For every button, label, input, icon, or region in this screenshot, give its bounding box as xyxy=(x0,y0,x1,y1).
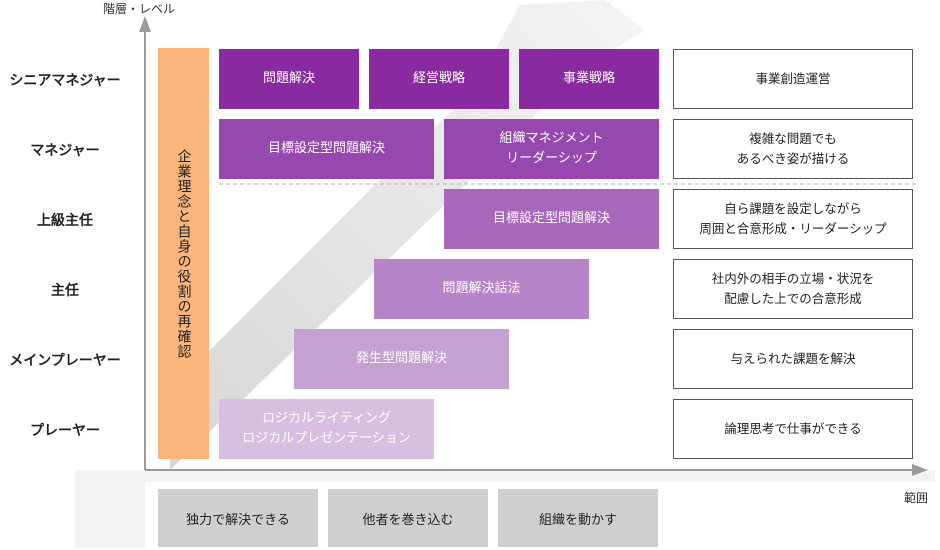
growth-arrow xyxy=(170,0,645,470)
level-main-player: メインプレーヤー xyxy=(9,353,121,369)
y-axis-arrowhead xyxy=(139,16,151,32)
description-box: 論理思考で仕事ができる xyxy=(673,399,913,459)
common-theme-text: 企業理念と自身の役割の再確認 xyxy=(175,148,192,359)
x-axis-label: 範囲 xyxy=(904,491,929,505)
skill-box: 目標設定型問題解決 xyxy=(444,189,659,249)
skill-box: 問題解決 xyxy=(219,49,359,109)
common-theme-bar: 企業理念と自身の役割の再確認 xyxy=(158,48,209,459)
skill-box: 問題解決話法 xyxy=(374,259,589,319)
level-senior-chief: 上級主任 xyxy=(37,213,93,229)
level-player: プレーヤー xyxy=(30,423,100,439)
skill-box: 事業戦略 xyxy=(519,49,659,109)
description-box: 社内外の相手の立場・状況を 配慮した上での合意形成 xyxy=(673,259,913,319)
y-axis-label: 階層・レベル xyxy=(103,2,176,16)
skill-box: 組織マネジメント リーダーシップ xyxy=(444,119,659,179)
description-box: 事業創造運営 xyxy=(673,49,913,109)
level-chief: 主任 xyxy=(51,283,79,299)
skill-box: 目標設定型問題解決 xyxy=(219,119,434,179)
description-box: 与えられた課題を解決 xyxy=(673,329,913,389)
skill-box: 発生型問題解決 xyxy=(294,329,509,389)
scope-box-involve-others: 他者を巻き込む xyxy=(328,489,488,547)
scope-box-move-organization: 組織を動かす xyxy=(498,489,658,547)
scope-box-solo: 独力で解決できる xyxy=(158,489,318,547)
level-manager: マネジャー xyxy=(30,143,100,159)
x-axis-arrowhead xyxy=(912,464,928,476)
description-box: 複雑な問題でも あるべき姿が描ける xyxy=(673,119,913,179)
skill-box: ロジカルライティング ロジカルプレゼンテーション xyxy=(219,399,434,459)
skill-box: 経営戦略 xyxy=(369,49,509,109)
level-senior-manager: シニアマネジャー xyxy=(9,73,121,89)
description-box: 自ら課題を設定しながら 周囲と合意形成・リーダーシップ xyxy=(673,189,913,249)
